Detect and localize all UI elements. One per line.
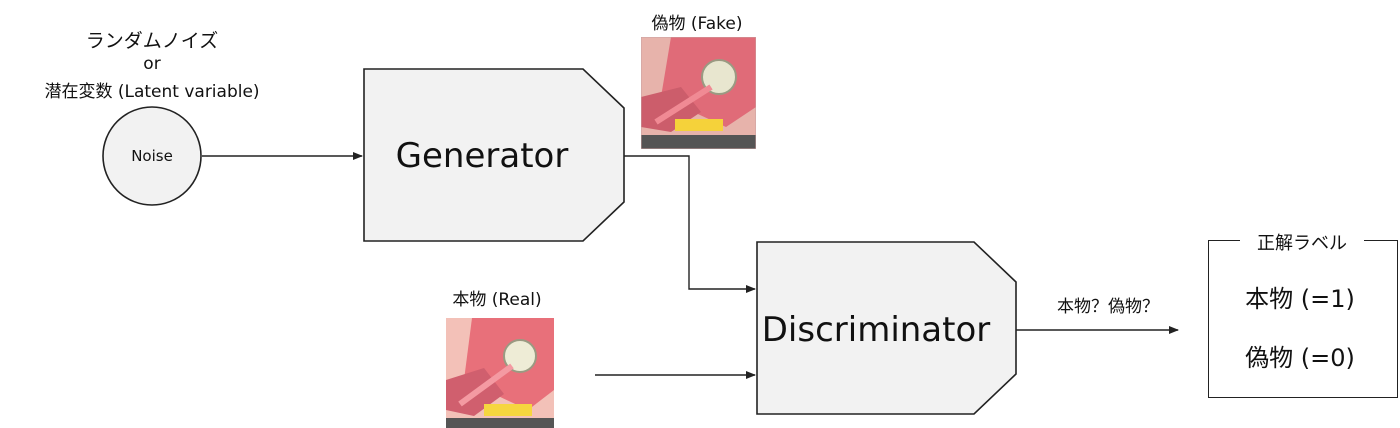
output-question: 本物？偽物？ — [1057, 297, 1159, 317]
noise-caption-line1: ランダムノイズ — [85, 30, 219, 52]
label-real: 本物 (=1) — [1245, 285, 1355, 313]
discriminator-label: Discriminator — [761, 310, 991, 350]
noise-caption-line3: 潜在変数 (Latent variable) — [44, 82, 260, 102]
generator-block — [363, 68, 625, 242]
label-box-top-right-edge — [1364, 240, 1398, 241]
label-box-title: 正解ラベル — [1253, 229, 1351, 255]
noise-caption-line2: or — [143, 54, 161, 74]
real-image-caption: 本物 (Real) — [452, 290, 542, 310]
discriminator-block — [756, 241, 1017, 415]
generator-label: Generator — [395, 136, 569, 176]
label-box — [1208, 240, 1398, 398]
noise-node-label: Noise — [131, 147, 173, 165]
fake-image — [641, 37, 756, 149]
fake-image-caption: 偽物 (Fake) — [651, 14, 743, 34]
label-fake: 偽物 (=0) — [1245, 344, 1355, 372]
arrow-generator-to-discriminator — [624, 155, 756, 293]
noise-node — [102, 106, 202, 206]
real-image — [446, 318, 554, 428]
label-box-top-left-edge — [1208, 240, 1240, 241]
